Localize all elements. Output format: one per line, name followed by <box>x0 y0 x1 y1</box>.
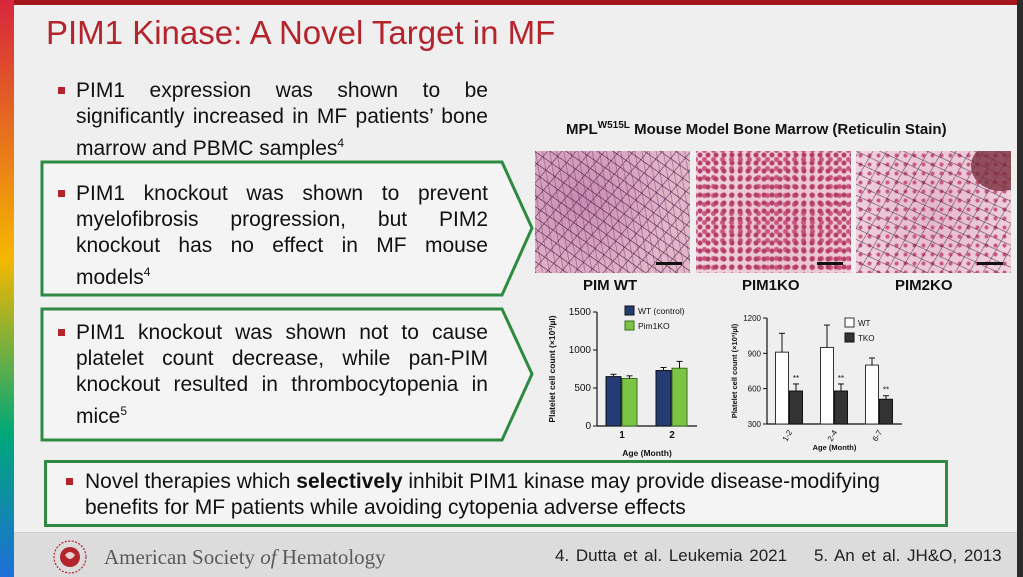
figure-title-main: MPL <box>566 121 598 138</box>
conclusion-bold: selectively <box>296 470 403 493</box>
x-axis-label: Age (Month) <box>813 443 857 452</box>
figure-title-superscript: W515L <box>597 120 630 131</box>
references: 4. Dutta et al. Leukemia 2021 5. An et a… <box>555 546 1002 565</box>
y-tick-label: 600 <box>748 385 762 394</box>
panel-label-pim1ko: PIM1KO <box>742 277 800 294</box>
legend-label: TKO <box>858 334 874 343</box>
legend-label: WT (control) <box>638 306 685 316</box>
bar <box>775 351 789 425</box>
histology-image-pim2ko <box>856 151 1011 273</box>
bar <box>671 367 688 427</box>
x-tick-label: 1 <box>619 430 625 441</box>
y-tick-label: 1500 <box>569 307 592 318</box>
histology-image-pim1ko <box>696 151 851 273</box>
callout-arrow-shape <box>40 307 534 442</box>
significance-label: ** <box>838 374 844 383</box>
bullet-knockout: PIM1 knockout was shown to prevent myelo… <box>58 181 488 291</box>
society-name-pre: American Society <box>104 545 261 569</box>
bar <box>789 390 803 425</box>
y-tick-label: 900 <box>748 349 762 358</box>
bar <box>621 378 638 427</box>
bar <box>605 376 622 427</box>
footer-bar <box>14 532 1017 577</box>
bullet-marker <box>58 329 65 336</box>
x-axis-label: Age (Month) <box>622 448 672 458</box>
scale-bar <box>817 262 843 265</box>
bullet-text: PIM1 expression was shown to be signific… <box>76 79 488 160</box>
x-tick-label: 6-7 <box>871 428 885 443</box>
right-edge <box>1017 0 1023 577</box>
callout-box-knockout <box>40 160 535 297</box>
tissue-edge <box>971 151 1011 191</box>
citation-ref: 4 <box>337 136 345 150</box>
bullet-platelet: PIM1 knockout was shown not to cause pla… <box>58 320 488 430</box>
panel-label-pim-wt: PIM WT <box>583 277 638 294</box>
legend-label: Pim1KO <box>638 321 670 331</box>
bar <box>834 390 848 425</box>
y-axis-label: Platelet cell count (×10³/µl) <box>547 315 557 422</box>
y-axis-label: Platelet cell count (×10³/µl) <box>730 323 739 418</box>
legend-swatch <box>844 332 855 343</box>
slide-title: PIM1 Kinase: A Novel Target in MF <box>46 14 556 51</box>
bullet-marker <box>66 478 73 485</box>
society-name-post: Hematology <box>276 545 386 569</box>
bar <box>879 398 893 425</box>
conclusion-box: Novel therapies which selectively inhibi… <box>44 460 948 527</box>
significance-label: ** <box>793 374 799 383</box>
bar <box>865 364 879 425</box>
histology-image-pim-wt <box>535 151 690 273</box>
y-tick-label: 500 <box>574 383 591 394</box>
panel-label-pim2ko: PIM2KO <box>895 277 953 294</box>
figure-title-rest: Mouse Model Bone Marrow (Reticulin Stain… <box>629 121 947 138</box>
scale-bar <box>977 262 1003 265</box>
bar <box>820 346 834 425</box>
legend-swatch <box>624 305 635 316</box>
legend-swatch <box>844 317 855 328</box>
citation-ref: 5 <box>120 404 128 418</box>
scale-bar <box>656 262 682 265</box>
conclusion-text: Novel therapies which selectively inhibi… <box>66 469 935 521</box>
y-tick-label: 1000 <box>569 345 592 356</box>
y-tick-label: 0 <box>585 421 591 432</box>
conclusion-after: inhibit PIM1 kinase may provide disease-… <box>85 470 880 519</box>
x-tick-label: 2-4 <box>826 428 840 443</box>
callout-arrow-shape <box>40 160 534 297</box>
conclusion-before: Novel therapies which <box>85 470 297 493</box>
ash-logo-icon <box>53 540 87 574</box>
bullet-text: PIM1 knockout was shown to prevent myelo… <box>76 182 488 289</box>
significance-label: ** <box>883 386 889 395</box>
y-tick-label: 1200 <box>743 314 761 323</box>
top-accent-bar <box>0 0 1023 5</box>
bullet-marker <box>58 87 65 94</box>
figure-title: MPLW515L Mouse Model Bone Marrow (Reticu… <box>566 120 947 138</box>
y-tick-label: 300 <box>748 420 762 429</box>
bullet-marker <box>58 190 65 197</box>
left-color-strip <box>0 0 14 577</box>
x-tick-label: 2 <box>669 430 675 441</box>
callout-box-platelet <box>40 307 535 442</box>
bullet-expression: PIM1 expression was shown to be signific… <box>58 78 488 162</box>
citation-ref: 4 <box>143 265 151 279</box>
x-tick-label: 1-2 <box>781 428 795 443</box>
society-name-of: of <box>260 545 277 569</box>
society-name: American Society of Hematology <box>104 545 386 570</box>
legend-swatch <box>624 320 635 331</box>
legend-label: WT <box>858 319 871 328</box>
bullet-text: PIM1 knockout was shown not to cause pla… <box>76 321 488 428</box>
bar <box>655 370 672 427</box>
